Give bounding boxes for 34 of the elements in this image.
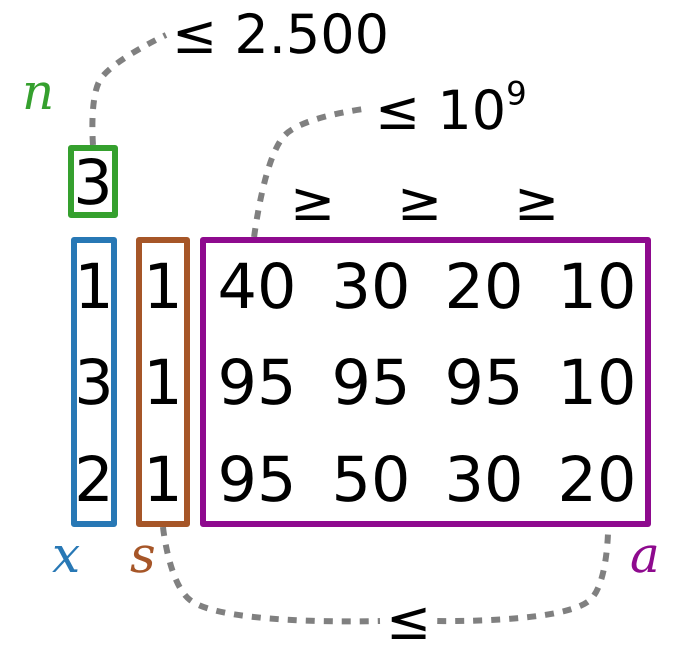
- matrix-box: [200, 237, 651, 527]
- column-box: [71, 237, 117, 527]
- number: 95: [218, 352, 296, 414]
- constraint-label: ≥: [397, 175, 442, 229]
- constraint-label: ≤ 2.500: [172, 8, 390, 62]
- number: 1: [74, 256, 114, 318]
- variable-label: n: [22, 67, 54, 117]
- variable-label: s: [130, 530, 156, 580]
- constraint-label: ≥: [514, 175, 560, 229]
- number: 1: [143, 352, 183, 414]
- number: 95: [218, 449, 296, 511]
- number: 95: [444, 352, 524, 414]
- number: 3: [73, 152, 113, 214]
- number: 20: [444, 256, 524, 318]
- variable-label: a: [630, 530, 660, 580]
- connector-line: [89, 32, 168, 146]
- column-box: [136, 237, 190, 527]
- variable-label: x: [52, 530, 80, 580]
- number: 1: [143, 256, 183, 318]
- number: 40: [218, 256, 296, 318]
- constraint-label: ≥: [290, 175, 336, 229]
- number: 95: [332, 352, 410, 414]
- connector-line: [160, 526, 380, 624]
- number: 2: [74, 449, 114, 511]
- number: 30: [444, 449, 524, 511]
- number: 50: [332, 449, 410, 511]
- number: 3: [74, 352, 114, 414]
- number: 20: [558, 449, 636, 511]
- constraint-label: ≤: [386, 594, 432, 648]
- number: 1: [143, 449, 183, 511]
- number: 10: [558, 256, 636, 318]
- number: 30: [332, 256, 410, 318]
- value-box: [68, 145, 118, 218]
- number: 10: [558, 352, 636, 414]
